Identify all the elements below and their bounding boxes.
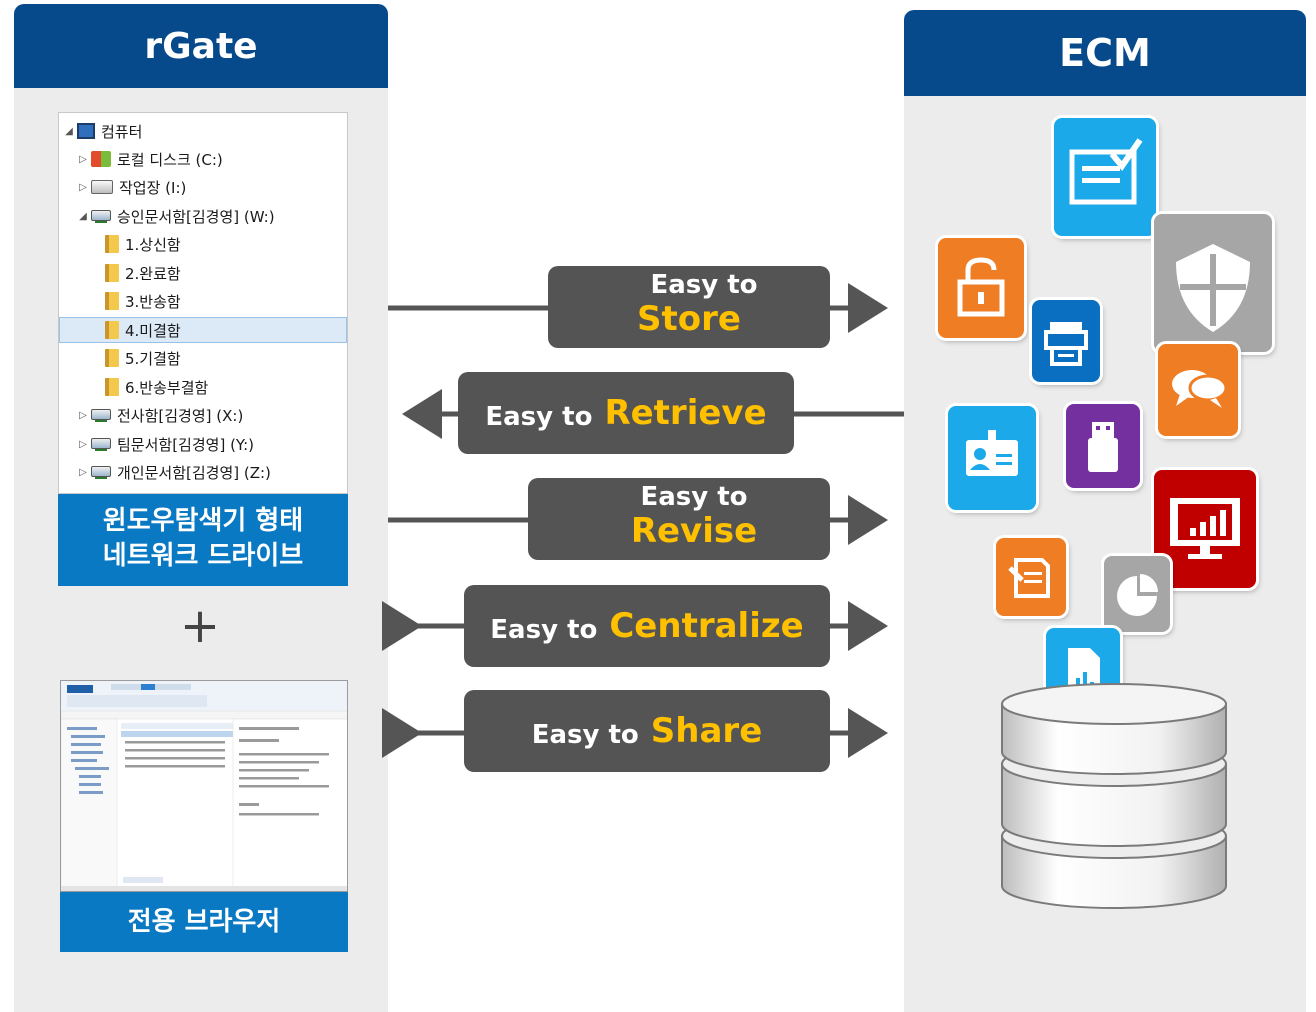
pie-chart-tile: [1104, 556, 1170, 632]
revise-easy-text: Easy to: [640, 482, 748, 512]
expand-right-icon[interactable]: ▷: [79, 466, 87, 478]
expand-right-icon[interactable]: ▷: [79, 181, 87, 193]
tree-item-label: 5.기결함: [125, 349, 181, 368]
revise-word: Revise: [630, 511, 758, 551]
network-drive-icon: [91, 209, 111, 223]
monitor-chart-icon: [1170, 498, 1240, 559]
tree-item-folder-6[interactable]: 6.반송부결함: [105, 374, 208, 400]
store-word: Store: [637, 299, 741, 339]
monitor-chart-tile: [1154, 470, 1256, 588]
retrieve-easy-text: Easy to: [485, 402, 593, 432]
tree-item-label: 2.완료함: [125, 264, 181, 283]
shield-icon: [1176, 244, 1250, 332]
tree-item-approval-box[interactable]: ◢ 승인문서함[김경영] (W:): [77, 203, 275, 229]
id-card-icon: [966, 430, 1018, 476]
shield-tile: [1154, 214, 1272, 352]
folder-icon: [105, 292, 119, 310]
tree-item-label: 로컬 디스크 (C:): [117, 150, 223, 169]
centralize-word: Centralize: [609, 606, 804, 646]
tree-item-team-box[interactable]: ▷ 팀문서함[김경영] (Y:): [77, 431, 254, 457]
edit-document-icon: [1008, 558, 1050, 598]
tree-item-label: 1.상신함: [125, 235, 181, 254]
centralize-pill: Easy to Centralize: [464, 585, 830, 667]
folder-icon: [105, 235, 119, 253]
usb-tile: [1066, 404, 1140, 488]
store-pill: Easy to Store: [548, 266, 830, 348]
edit-document-tile: [996, 538, 1066, 616]
tree-item-folder-5[interactable]: 5.기결함: [105, 345, 181, 371]
expand-down-icon[interactable]: ◢: [79, 210, 87, 222]
folder-icon: [105, 349, 119, 367]
store-easy-text: Easy to: [650, 270, 758, 300]
revise-pill: Easy to Revise: [528, 478, 830, 560]
database-icon: [1001, 683, 1227, 909]
retrieve-word: Retrieve: [604, 393, 767, 433]
explorer-tree: ◢ 컴퓨터 ▷ 로컬 디스크 (C:) ▷ 작업장 (I:) ◢ 승인문서함[김…: [58, 112, 348, 494]
tree-item-folder-2[interactable]: 2.완료함: [105, 260, 181, 286]
tree-item-local-disk[interactable]: ▷ 로컬 디스크 (C:): [77, 146, 223, 172]
ecm-title: ECM: [1059, 31, 1151, 75]
document-check-icon: [1069, 138, 1143, 205]
browser-label-text: 전용 브라우저: [127, 907, 281, 937]
network-drive-label-line2: 네트워크 드라이브: [102, 541, 304, 571]
computer-icon: [77, 123, 95, 139]
tree-item-label: 4.미결함: [125, 321, 181, 340]
folder-icon: [105, 378, 119, 396]
browser-label: 전용 브라우저: [60, 892, 348, 952]
plus-sign: +: [179, 598, 221, 654]
browser-screenshot-art: [61, 681, 347, 891]
rgate-header: rGate: [14, 4, 388, 88]
expand-right-icon[interactable]: ▷: [79, 409, 87, 421]
expand-right-icon[interactable]: ▷: [79, 438, 87, 450]
network-drive-label: 윈도우탐색기 형태 네트워크 드라이브: [58, 494, 348, 586]
tree-item-folder-4-selected[interactable]: 4.미결함: [59, 317, 347, 343]
tree-item-personal-box[interactable]: ▷ 개인문서함[김경영] (Z:): [77, 459, 271, 485]
share-word: Share: [650, 711, 763, 751]
folder-icon: [105, 321, 119, 339]
folder-icon: [105, 264, 119, 282]
tree-item-label: 개인문서함[김경영] (Z:): [117, 463, 271, 482]
network-drive-icon: [91, 408, 111, 422]
expand-down-icon[interactable]: ◢: [65, 125, 73, 137]
tree-item-label: 작업장 (I:): [119, 178, 187, 197]
network-drive-icon: [91, 465, 111, 479]
chat-icon: [1172, 370, 1228, 408]
tree-item-company-box[interactable]: ▷ 전사함[김경영] (X:): [77, 402, 243, 428]
tree-item-workspace[interactable]: ▷ 작업장 (I:): [77, 174, 186, 200]
tree-item-label: 3.반송함: [125, 292, 181, 311]
id-card-tile: [948, 406, 1036, 510]
retrieve-pill: Easy to Retrieve: [458, 372, 794, 454]
tree-item-label: 팀문서함[김경영] (Y:): [117, 435, 255, 454]
share-easy-text: Easy to: [531, 720, 639, 750]
lock-tile: [938, 238, 1024, 338]
tree-item-label: 컴퓨터: [101, 122, 143, 141]
centralize-easy-text: Easy to: [490, 615, 598, 645]
usb-drive-icon: [1088, 422, 1118, 472]
ecm-header: ECM: [904, 10, 1306, 96]
rgate-title: rGate: [144, 25, 258, 67]
network-drive-label-line1: 윈도우탐색기 형태: [102, 506, 304, 536]
tree-item-folder-3[interactable]: 3.반송함: [105, 288, 181, 314]
lock-icon: [957, 257, 1005, 317]
network-drive-icon: [91, 437, 111, 451]
drive-icon: [91, 180, 113, 194]
share-pill: Easy to Share: [464, 690, 830, 772]
tree-item-computer[interactable]: ◢ 컴퓨터: [63, 118, 142, 144]
tree-item-folder-1[interactable]: 1.상신함: [105, 231, 181, 257]
browser-screenshot: [60, 680, 348, 892]
tree-item-label: 전사함[김경영] (X:): [117, 406, 244, 425]
tree-item-label: 6.반송부결함: [125, 378, 209, 397]
pie-chart-icon: [1117, 574, 1158, 616]
chat-tile: [1158, 344, 1238, 436]
document-check-tile: [1054, 118, 1156, 236]
expand-right-icon[interactable]: ▷: [79, 153, 87, 165]
print-tile: [1032, 300, 1100, 382]
printer-icon: [1044, 322, 1088, 366]
windows-drive-icon: [91, 151, 111, 167]
tree-item-label: 승인문서함[김경영] (W:): [117, 207, 275, 226]
